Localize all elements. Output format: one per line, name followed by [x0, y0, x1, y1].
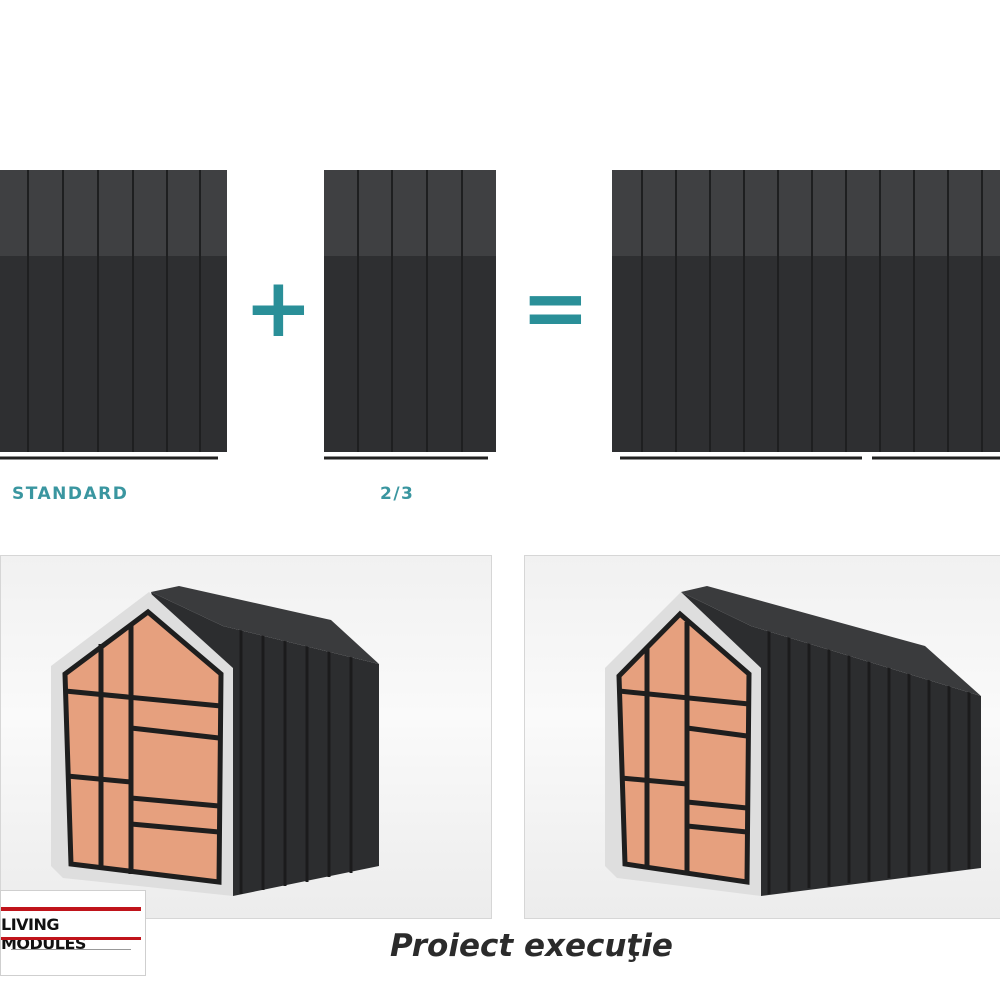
standard-house-render	[0, 555, 492, 919]
caption: Proiect execuţie	[390, 928, 673, 964]
equals-sign: =	[521, 261, 590, 356]
two-thirds-module-elevation	[324, 170, 496, 460]
standard-label: STANDARD	[12, 484, 129, 504]
logo-text: LIVING MODULES	[1, 915, 86, 953]
logo-bar-top	[1, 907, 141, 911]
logo-bar-fine	[11, 949, 131, 950]
company-logo: LIVING MODULES	[0, 890, 146, 976]
standard-module-elevation	[0, 170, 227, 460]
extended-house-render	[524, 555, 1000, 919]
logo-bar-bottom	[1, 937, 141, 940]
combined-module-elevation	[612, 170, 1000, 460]
two-thirds-label: 2/3	[380, 484, 415, 504]
plus-sign: +	[244, 261, 313, 356]
